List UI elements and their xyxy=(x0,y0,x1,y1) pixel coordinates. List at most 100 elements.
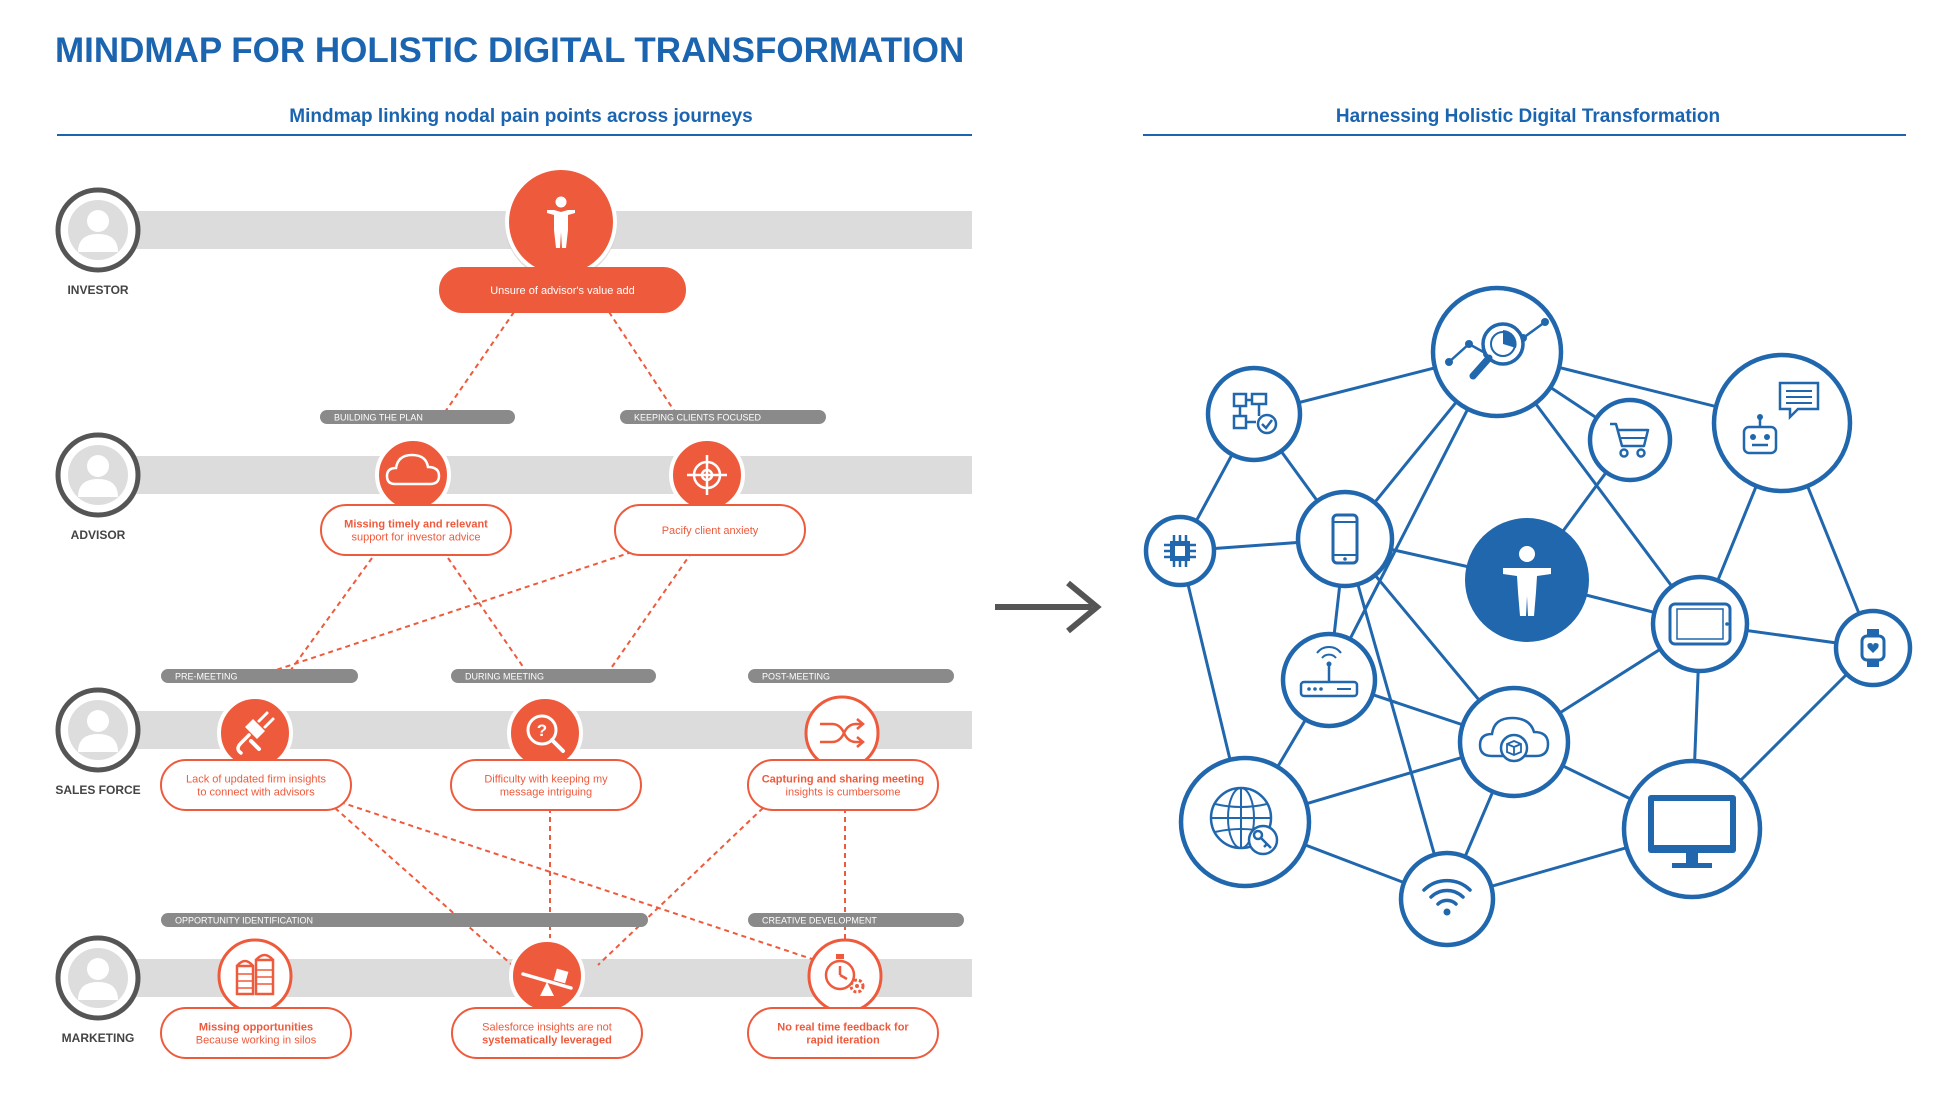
avatar xyxy=(55,187,141,273)
dotted-link xyxy=(447,557,529,675)
lane-advisor: ADVISOR xyxy=(55,432,972,542)
pain-point-node: Unsure of advisor's value add xyxy=(439,166,686,313)
globe-key-icon xyxy=(1209,786,1279,856)
pain-point-text: Missing opportunities xyxy=(199,1022,313,1034)
pain-point-pill xyxy=(747,759,939,811)
transition-arrow xyxy=(995,580,1102,634)
avatar xyxy=(55,935,141,1021)
pain-point-pill xyxy=(160,759,352,811)
target-icon xyxy=(687,455,727,495)
pain-point-pill xyxy=(320,504,512,556)
network-node xyxy=(1205,365,1303,463)
stage-bar-label: KEEPING CLIENTS FOCUSED xyxy=(634,413,762,423)
plug-icon xyxy=(236,711,275,755)
cloud-box-icon xyxy=(1478,716,1550,763)
pain-point-pill xyxy=(614,504,806,556)
dotted-link xyxy=(334,807,513,966)
stage-bar-label: OPPORTUNITY IDENTIFICATION xyxy=(175,916,313,926)
dotted-link xyxy=(444,311,515,413)
pain-point-text: Difficulty with keeping my xyxy=(484,774,608,786)
lane-label: MARKETING xyxy=(62,1031,135,1045)
pain-point-pill xyxy=(450,759,642,811)
pain-point-text: Unsure of advisor's value add xyxy=(490,285,635,297)
stage-bar: BUILDING THE PLAN xyxy=(320,410,515,424)
smartphone-icon xyxy=(1331,513,1359,565)
question-mark-glyph: ? xyxy=(537,721,547,740)
pain-point-pill xyxy=(747,1007,939,1059)
network-node xyxy=(1430,285,1564,419)
pain-point-text: systematically leveraged xyxy=(482,1035,612,1047)
pain-point-text: Capturing and sharing meeting xyxy=(762,774,925,786)
seesaw-icon xyxy=(521,968,573,996)
lane-label: ADVISOR xyxy=(71,528,126,542)
person-icon xyxy=(1503,546,1551,616)
cloud-icon xyxy=(385,453,441,486)
dotted-link xyxy=(608,311,676,413)
pain-point-node: Salesforce insights are notsystematicall… xyxy=(451,938,643,1059)
stage-bar: CREATIVE DEVELOPMENT xyxy=(748,913,964,927)
dotted-link xyxy=(269,551,633,673)
network-node xyxy=(1457,685,1571,799)
right-heading: Harnessing Holistic Digital Transformati… xyxy=(1336,106,1720,127)
stage-bar-label: POST-MEETING xyxy=(762,672,830,682)
stage-bar-label: PRE-MEETING xyxy=(175,672,238,682)
network-node xyxy=(1621,758,1763,900)
page-title: MINDMAP FOR HOLISTIC DIGITAL TRANSFORMAT… xyxy=(55,31,964,70)
shuffle-icon xyxy=(820,718,865,748)
avatar xyxy=(55,687,141,773)
pain-point-text: Missing timely and relevant xyxy=(344,519,488,531)
pain-point-text: to connect with advisors xyxy=(197,787,315,799)
network-node xyxy=(1833,608,1913,688)
stage-bar-label: BUILDING THE PLAN xyxy=(334,413,423,423)
network-node xyxy=(1650,574,1750,674)
stage-bar: KEEPING CLIENTS FOCUSED xyxy=(620,410,826,424)
pain-point-text: Salesforce insights are not xyxy=(482,1022,612,1034)
dotted-link xyxy=(287,557,373,675)
pain-point-text: No real time feedback for xyxy=(777,1022,909,1034)
monitor-icon xyxy=(1648,795,1736,868)
lane-label: INVESTOR xyxy=(67,283,128,297)
pain-point-pill xyxy=(451,1007,643,1059)
wifi-icon xyxy=(1422,878,1472,916)
question-search-icon: ? xyxy=(526,714,565,753)
flowchart-icon xyxy=(1232,392,1278,435)
network-node xyxy=(1711,352,1853,494)
network-edge xyxy=(1343,538,1449,900)
lane-label: SALES FORCE xyxy=(55,783,140,797)
network-node xyxy=(1280,631,1378,729)
chatbot-icon xyxy=(1742,381,1820,455)
stage-bar: OPPORTUNITY IDENTIFICATION xyxy=(161,913,648,927)
stage-bar-label: DURING MEETING xyxy=(465,672,544,682)
pain-point-pill xyxy=(439,267,686,313)
pain-point-text: Because working in silos xyxy=(196,1035,317,1047)
avatar xyxy=(55,432,141,518)
left-heading: Mindmap linking nodal pain points across… xyxy=(289,106,752,127)
stage-bar-label: CREATIVE DEVELOPMENT xyxy=(762,916,877,926)
pain-point-text: insights is cumbersome xyxy=(786,787,901,799)
pain-point-text: message intriguing xyxy=(500,787,592,799)
pain-point-node: Pacify client anxiety xyxy=(614,437,806,556)
microchip-icon xyxy=(1164,535,1196,567)
pain-point-text: rapid iteration xyxy=(806,1035,880,1047)
dotted-link xyxy=(339,801,831,966)
pain-point-text: Pacify client anxiety xyxy=(662,525,759,537)
pain-point-pill xyxy=(160,1007,352,1059)
tablet-icon xyxy=(1668,602,1732,646)
network-node xyxy=(1178,755,1312,889)
stopwatch-gear-icon xyxy=(824,954,865,994)
shopping-cart-icon xyxy=(1610,422,1650,458)
stage-bar: PRE-MEETING xyxy=(161,669,358,683)
network-node xyxy=(1295,489,1395,589)
stage-bar: POST-MEETING xyxy=(748,669,954,683)
pain-point-text: support for investor advice xyxy=(351,532,480,544)
stage-bar: DURING MEETING xyxy=(451,669,656,683)
network-nodes xyxy=(1143,285,1913,948)
dotted-link xyxy=(606,551,693,675)
